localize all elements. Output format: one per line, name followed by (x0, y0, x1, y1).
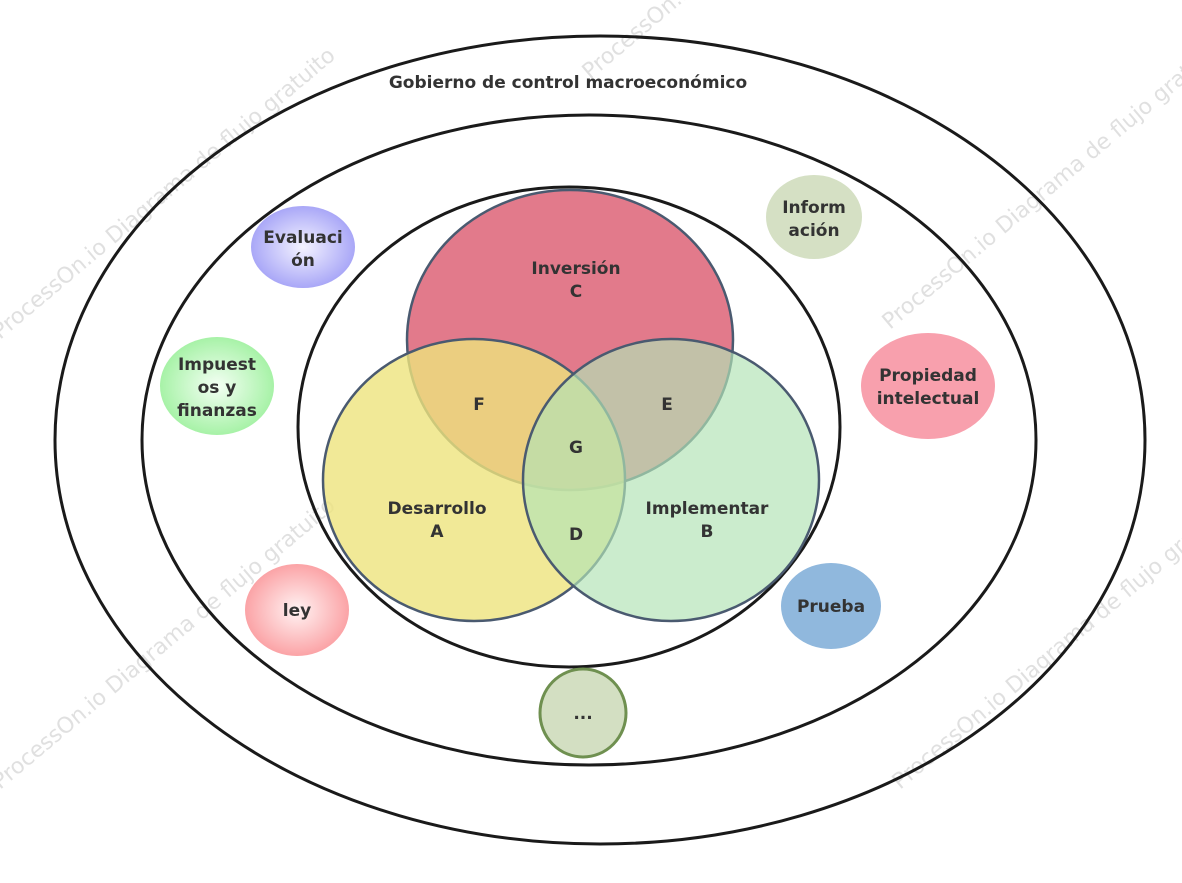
factor-information[interactable]: Inform ación (766, 175, 862, 259)
test-bubble[interactable] (781, 563, 881, 649)
middle-ring (140, 113, 1038, 767)
evaluation-bubble[interactable] (251, 206, 355, 288)
watermark-text: ProcessOn.io Diagrama de flujo gratuito (878, 33, 1182, 335)
overlap-g-label: G (569, 438, 583, 458)
taxes-label-1: Impuest (178, 355, 256, 375)
taxes-bubble[interactable] (160, 337, 274, 435)
law-label: ley (283, 601, 311, 621)
implement-letter: B (701, 522, 714, 542)
outer-title: Gobierno de control macroeconómico (389, 73, 747, 93)
factor-law[interactable]: ley (245, 564, 349, 656)
watermark-text: ProcessOn.io Diagrama de flujo gratuito (888, 493, 1182, 795)
ip-bubble[interactable] (861, 333, 995, 439)
ip-label-1: Propiedad (879, 366, 977, 386)
investment-label: Inversión (531, 259, 620, 279)
inner-ring (296, 185, 842, 669)
information-label-1: Inform (782, 198, 846, 218)
development-letter: A (430, 522, 444, 542)
more-label: ... (573, 704, 592, 724)
overlap-f-label: F (473, 395, 485, 415)
evaluation-label-1: Evaluaci (263, 228, 342, 248)
taxes-label-3: finanzas (177, 401, 257, 421)
test-label: Prueba (797, 597, 865, 617)
implement-circle[interactable] (521, 337, 821, 623)
implement-label: Implementar (646, 499, 770, 519)
factor-test[interactable]: Prueba (781, 563, 881, 649)
factor-more[interactable]: ... (538, 667, 628, 759)
factor-taxes[interactable]: Impuest os y finanzas (160, 337, 274, 435)
watermark-text: ProcessOn.io Diagrama de flujo gratuito (578, 0, 931, 85)
taxes-label-2: os y (198, 378, 237, 398)
information-bubble[interactable] (766, 175, 862, 259)
evaluation-label-2: ón (291, 251, 315, 271)
watermark-text: ProcessOn.io Diagrama de flujo gratuito (0, 43, 340, 345)
information-label-2: ación (788, 221, 839, 241)
overlap-d-label: D (569, 525, 583, 545)
law-bubble[interactable] (245, 564, 349, 656)
factor-ip[interactable]: Propiedad intelectual (861, 333, 995, 439)
factor-evaluation[interactable]: Evaluaci ón (251, 206, 355, 288)
more-bubble[interactable] (538, 667, 628, 759)
venn-diagram: Inversión C Desarrollo A Implementar B F… (321, 188, 821, 623)
development-label: Desarrollo (387, 499, 486, 519)
ip-label-2: intelectual (877, 389, 980, 409)
investment-letter: C (570, 282, 582, 302)
outer-ring (53, 34, 1147, 846)
overlap-e-label: E (661, 395, 673, 415)
